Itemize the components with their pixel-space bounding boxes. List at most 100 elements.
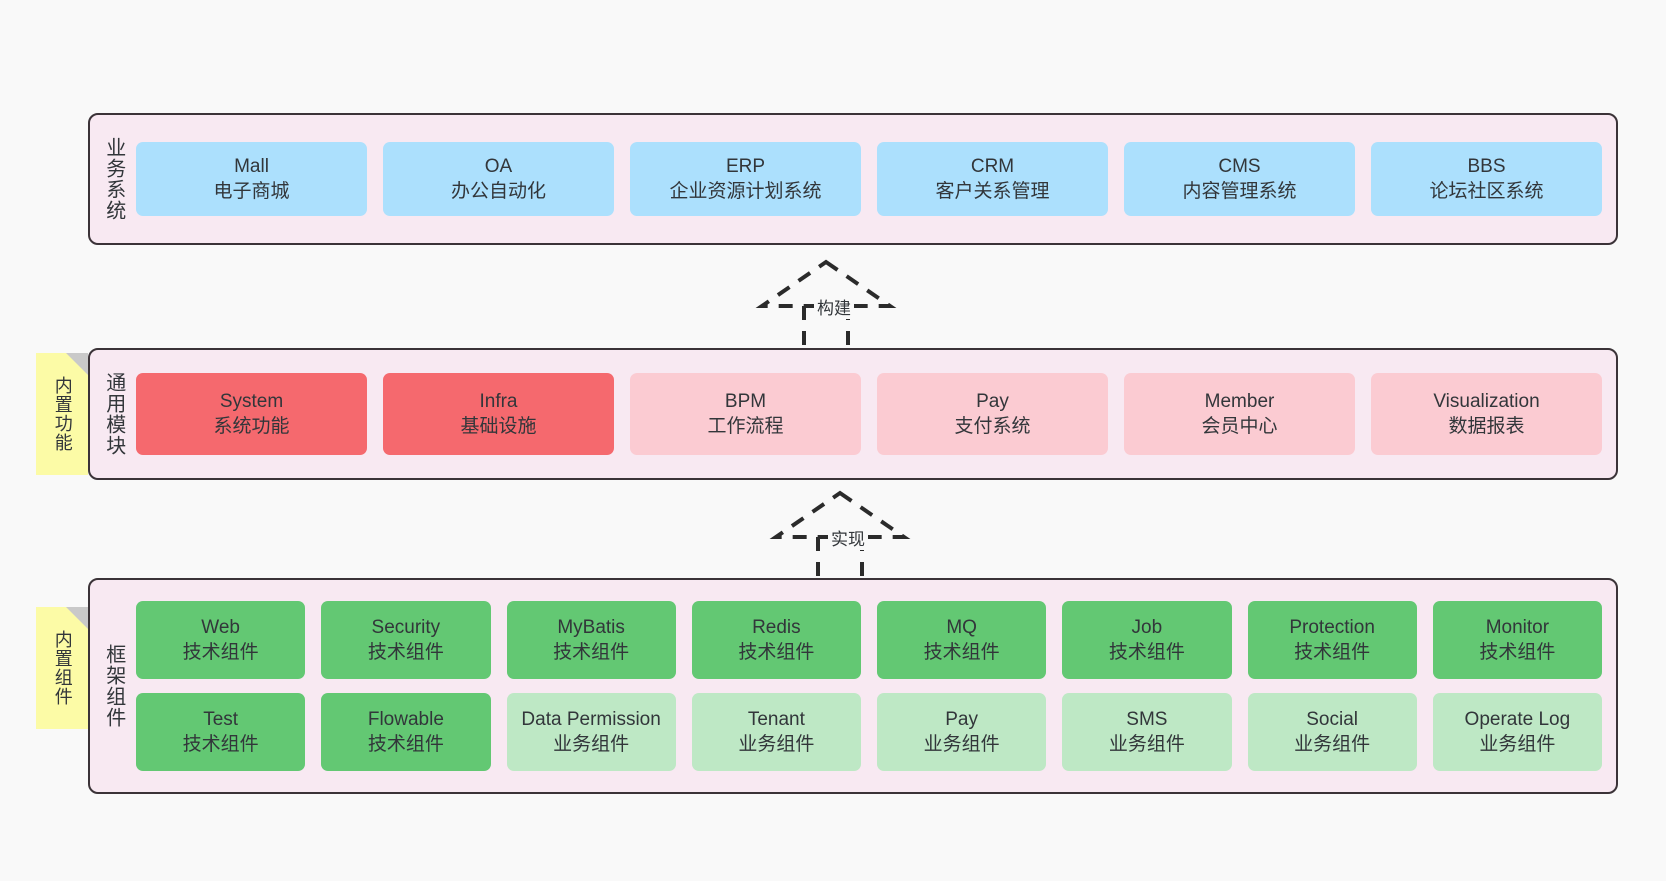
card-erp[interactable]: ERP 企业资源计划系统 (630, 142, 861, 216)
card-subtitle: 支付系统 (954, 416, 1031, 437)
card-title: CMS (1218, 155, 1261, 177)
card-mybatis[interactable]: MyBatis 技术组件 (506, 601, 676, 679)
card-subtitle: 业务组件 (1294, 734, 1371, 755)
card-crm[interactable]: CRM 客户关系管理 (877, 142, 1108, 216)
card-cms[interactable]: CMS 内容管理系统 (1124, 142, 1355, 216)
band-title-modules: 通用模块 (102, 372, 125, 456)
card-title: MyBatis (557, 616, 625, 638)
card-redis[interactable]: Redis 技术组件 (691, 601, 861, 679)
card-title: OA (484, 155, 513, 177)
card-subtitle: 内容管理系统 (1182, 181, 1297, 202)
card-test[interactable]: Test 技术组件 (136, 693, 306, 771)
card-monitor[interactable]: Monitor 技术组件 (1432, 601, 1602, 679)
card-subtitle: 技术组件 (553, 642, 630, 663)
band-common-modules: 通用模块 System 系统功能 Infra 基础设施 BPM 工作流程 Pay… (88, 348, 1618, 480)
card-title: Pay (945, 708, 978, 730)
card-subtitle: 客户关系管理 (935, 181, 1050, 202)
card-operate-log[interactable]: Operate Log 业务组件 (1432, 693, 1602, 771)
connector-implement-arrow: 实现 (769, 489, 911, 579)
card-visualization[interactable]: Visualization 数据报表 (1371, 373, 1602, 455)
card-subtitle: 技术组件 (1108, 642, 1185, 663)
card-subtitle: 数据报表 (1448, 416, 1525, 437)
card-subtitle: 系统功能 (213, 416, 290, 437)
card-web[interactable]: Web 技术组件 (136, 601, 306, 679)
card-subtitle: 会员中心 (1201, 416, 1278, 437)
card-subtitle: 业务组件 (1479, 734, 1556, 755)
card-subtitle: 技术组件 (182, 642, 259, 663)
card-title: Visualization (1433, 390, 1540, 412)
card-title: Flowable (367, 708, 444, 730)
card-bpm[interactable]: BPM 工作流程 (630, 373, 861, 455)
card-subtitle: 技术组件 (182, 734, 259, 755)
card-subtitle: 技术组件 (367, 734, 444, 755)
card-title: Monitor (1485, 616, 1550, 638)
note-label: 内置组件 (52, 630, 73, 706)
card-title: Pay (976, 390, 1009, 412)
card-subtitle: 基础设施 (460, 416, 537, 437)
card-title: Web (201, 616, 240, 638)
card-job[interactable]: Job 技术组件 (1062, 601, 1232, 679)
card-flowable[interactable]: Flowable 技术组件 (321, 693, 491, 771)
card-subtitle: 技术组件 (367, 642, 444, 663)
note-builtin-components: 内置组件 (36, 607, 88, 729)
card-pay[interactable]: Pay 支付系统 (877, 373, 1108, 455)
card-title: BPM (724, 390, 767, 412)
card-title: Social (1306, 708, 1358, 730)
card-pay-component[interactable]: Pay 业务组件 (877, 693, 1047, 771)
card-subtitle: 论坛社区系统 (1429, 181, 1544, 202)
card-protection[interactable]: Protection 技术组件 (1247, 601, 1417, 679)
card-title: Security (371, 616, 441, 638)
band-title-business: 业务系统 (102, 137, 125, 221)
connector-build-arrow: 构建 (755, 258, 897, 348)
card-subtitle: 工作流程 (707, 416, 784, 437)
card-data-permission[interactable]: Data Permission 业务组件 (506, 693, 676, 771)
connector-implement-label: 实现 (828, 525, 868, 550)
card-subtitle: 技术组件 (1479, 642, 1556, 663)
card-subtitle: 业务组件 (738, 734, 815, 755)
band-business-systems: 业务系统 Mall 电子商城 OA 办公自动化 ERP 企业资源计划系统 CRM… (88, 113, 1618, 245)
card-title: Operate Log (1464, 708, 1571, 730)
card-system[interactable]: System 系统功能 (136, 373, 367, 455)
framework-row-2: Test 技术组件 Flowable 技术组件 Data Permission … (136, 693, 1602, 771)
card-mq[interactable]: MQ 技术组件 (877, 601, 1047, 679)
card-title: MQ (946, 616, 977, 638)
card-member[interactable]: Member 会员中心 (1124, 373, 1355, 455)
card-subtitle: 技术组件 (1294, 642, 1371, 663)
band-title-framework: 框架组件 (102, 644, 125, 728)
business-row: Mall 电子商城 OA 办公自动化 ERP 企业资源计划系统 CRM 客户关系… (136, 142, 1602, 216)
card-title: Data Permission (521, 708, 661, 730)
card-subtitle: 业务组件 (923, 734, 1000, 755)
card-subtitle: 电子商城 (213, 181, 290, 202)
card-social[interactable]: Social 业务组件 (1247, 693, 1417, 771)
card-title: SMS (1126, 708, 1168, 730)
modules-row: System 系统功能 Infra 基础设施 BPM 工作流程 Pay 支付系统… (136, 373, 1602, 455)
card-infra[interactable]: Infra 基础设施 (383, 373, 614, 455)
card-title: Redis (752, 616, 801, 638)
connector-build-label: 构建 (814, 294, 854, 319)
band-body-framework: Web 技术组件 Security 技术组件 MyBatis 技术组件 Redi… (136, 580, 1616, 792)
card-title: Infra (479, 390, 518, 412)
band-body-modules: System 系统功能 Infra 基础设施 BPM 工作流程 Pay 支付系统… (136, 350, 1616, 478)
card-bbs[interactable]: BBS 论坛社区系统 (1371, 142, 1602, 216)
card-title: CRM (970, 155, 1015, 177)
card-subtitle: 技术组件 (923, 642, 1000, 663)
card-title: ERP (725, 155, 766, 177)
card-subtitle: 办公自动化 (450, 181, 546, 202)
card-title: Mall (234, 155, 269, 177)
card-security[interactable]: Security 技术组件 (321, 601, 491, 679)
card-title: Protection (1289, 616, 1375, 638)
card-oa[interactable]: OA 办公自动化 (383, 142, 614, 216)
card-mall[interactable]: Mall 电子商城 (136, 142, 367, 216)
card-sms[interactable]: SMS 业务组件 (1062, 693, 1232, 771)
card-title: Member (1204, 390, 1275, 412)
card-title: Tenant (747, 708, 805, 730)
band-framework-components: 框架组件 Web 技术组件 Security 技术组件 MyBatis 技术组件… (88, 578, 1618, 794)
note-label: 内置功能 (52, 376, 73, 452)
note-builtin-functions: 内置功能 (36, 353, 88, 475)
card-tenant[interactable]: Tenant 业务组件 (691, 693, 861, 771)
framework-row-1: Web 技术组件 Security 技术组件 MyBatis 技术组件 Redi… (136, 601, 1602, 679)
card-subtitle: 企业资源计划系统 (669, 181, 822, 202)
card-title: Test (203, 708, 239, 730)
card-title: BBS (1467, 155, 1506, 177)
